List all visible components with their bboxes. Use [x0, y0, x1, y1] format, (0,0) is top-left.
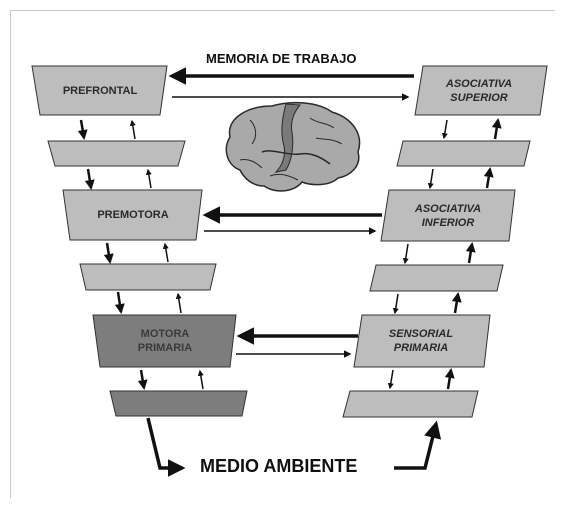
left-down-arrow-2: [84, 168, 95, 190]
brain-icon: [225, 101, 361, 192]
right-up-arrow-5: [444, 368, 455, 390]
left-down-arrow-4: [114, 291, 125, 314]
asociativa-inferior-label-line1: ASOCIATIVA: [414, 203, 482, 215]
premotora-box: [62, 189, 203, 241]
asociativa-inferior-label-line2: INFERIOR: [421, 217, 475, 229]
right-down-arrow-4: [392, 293, 399, 315]
left-up-arrow-3: [162, 242, 169, 263]
sensorial-primaria-label-line2: PRIMARIA: [393, 342, 449, 354]
asociativa-superior-box: [414, 65, 548, 116]
motora-primaria-label-line2: PRIMARIA: [137, 342, 193, 354]
right-up-arrow-3: [465, 242, 476, 264]
asociativa-inferior-box: [380, 189, 516, 242]
arrow-motora-to-environment: [146, 417, 186, 477]
arrow-environment-to-sensorial: [394, 420, 442, 470]
frame-left-border: [10, 10, 11, 498]
frame-top-border: [10, 10, 555, 11]
right-down-arrow-1: [441, 119, 448, 140]
right-up-arrow-1: [491, 118, 502, 140]
left-up-arrow-4: [175, 292, 182, 314]
right-down-arrow-3: [402, 243, 409, 265]
left-relay-box-1: [47, 140, 186, 167]
asociativa-superior-label-line2: SUPERIOR: [450, 92, 508, 104]
left-down-arrow-3: [103, 242, 114, 264]
memoria-de-trabajo-title: MEMORIA DE TRABAJO: [206, 51, 357, 66]
asociativa-superior-label-line1: ASOCIATIVA: [445, 78, 513, 90]
right-up-arrow-2: [483, 167, 494, 189]
sensorial-primaria-label-line1: SENSORIAL: [388, 328, 454, 340]
right-up-arrow-4: [451, 292, 462, 314]
left-up-arrow-1: [129, 119, 136, 140]
premotora-label: PREMOTORA: [97, 209, 169, 221]
left-relay-box-2: [79, 263, 217, 291]
left-relay-box-3: [109, 390, 248, 417]
right-down-arrow-5: [387, 369, 394, 390]
left-up-arrow-2: [145, 168, 152, 189]
medio-ambiente-title: MEDIO AMBIENTE: [200, 456, 358, 476]
prefrontal-label: PREFRONTAL: [62, 85, 138, 97]
left-up-arrow-5: [197, 369, 204, 390]
left-down-arrow-5: [137, 369, 148, 390]
right-relay-box-2: [369, 264, 504, 292]
motora-primaria-box: [92, 314, 237, 368]
right-relay-box-1: [396, 140, 531, 167]
left-down-arrow-1: [77, 119, 88, 140]
right-down-arrow-2: [427, 168, 434, 190]
prefrontal-box: [31, 65, 168, 116]
sensorial-primaria-box: [353, 314, 491, 368]
motora-primaria-label-line1: MOTORA: [140, 328, 190, 340]
right-relay-box-3: [342, 390, 479, 418]
